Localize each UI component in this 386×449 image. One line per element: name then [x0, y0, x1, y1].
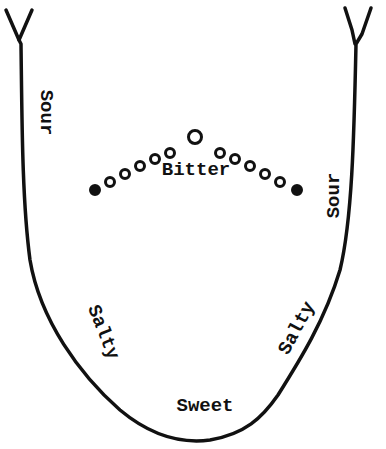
- taste-label: Salty: [276, 298, 320, 357]
- taste-label: Sour: [36, 89, 55, 135]
- taste-label: Bitter: [162, 161, 230, 180]
- bitter-papillae: [91, 131, 302, 195]
- taste-label: Sour: [325, 172, 344, 218]
- taste-label: Sweet: [176, 397, 233, 416]
- taste-label: Salty: [84, 302, 123, 362]
